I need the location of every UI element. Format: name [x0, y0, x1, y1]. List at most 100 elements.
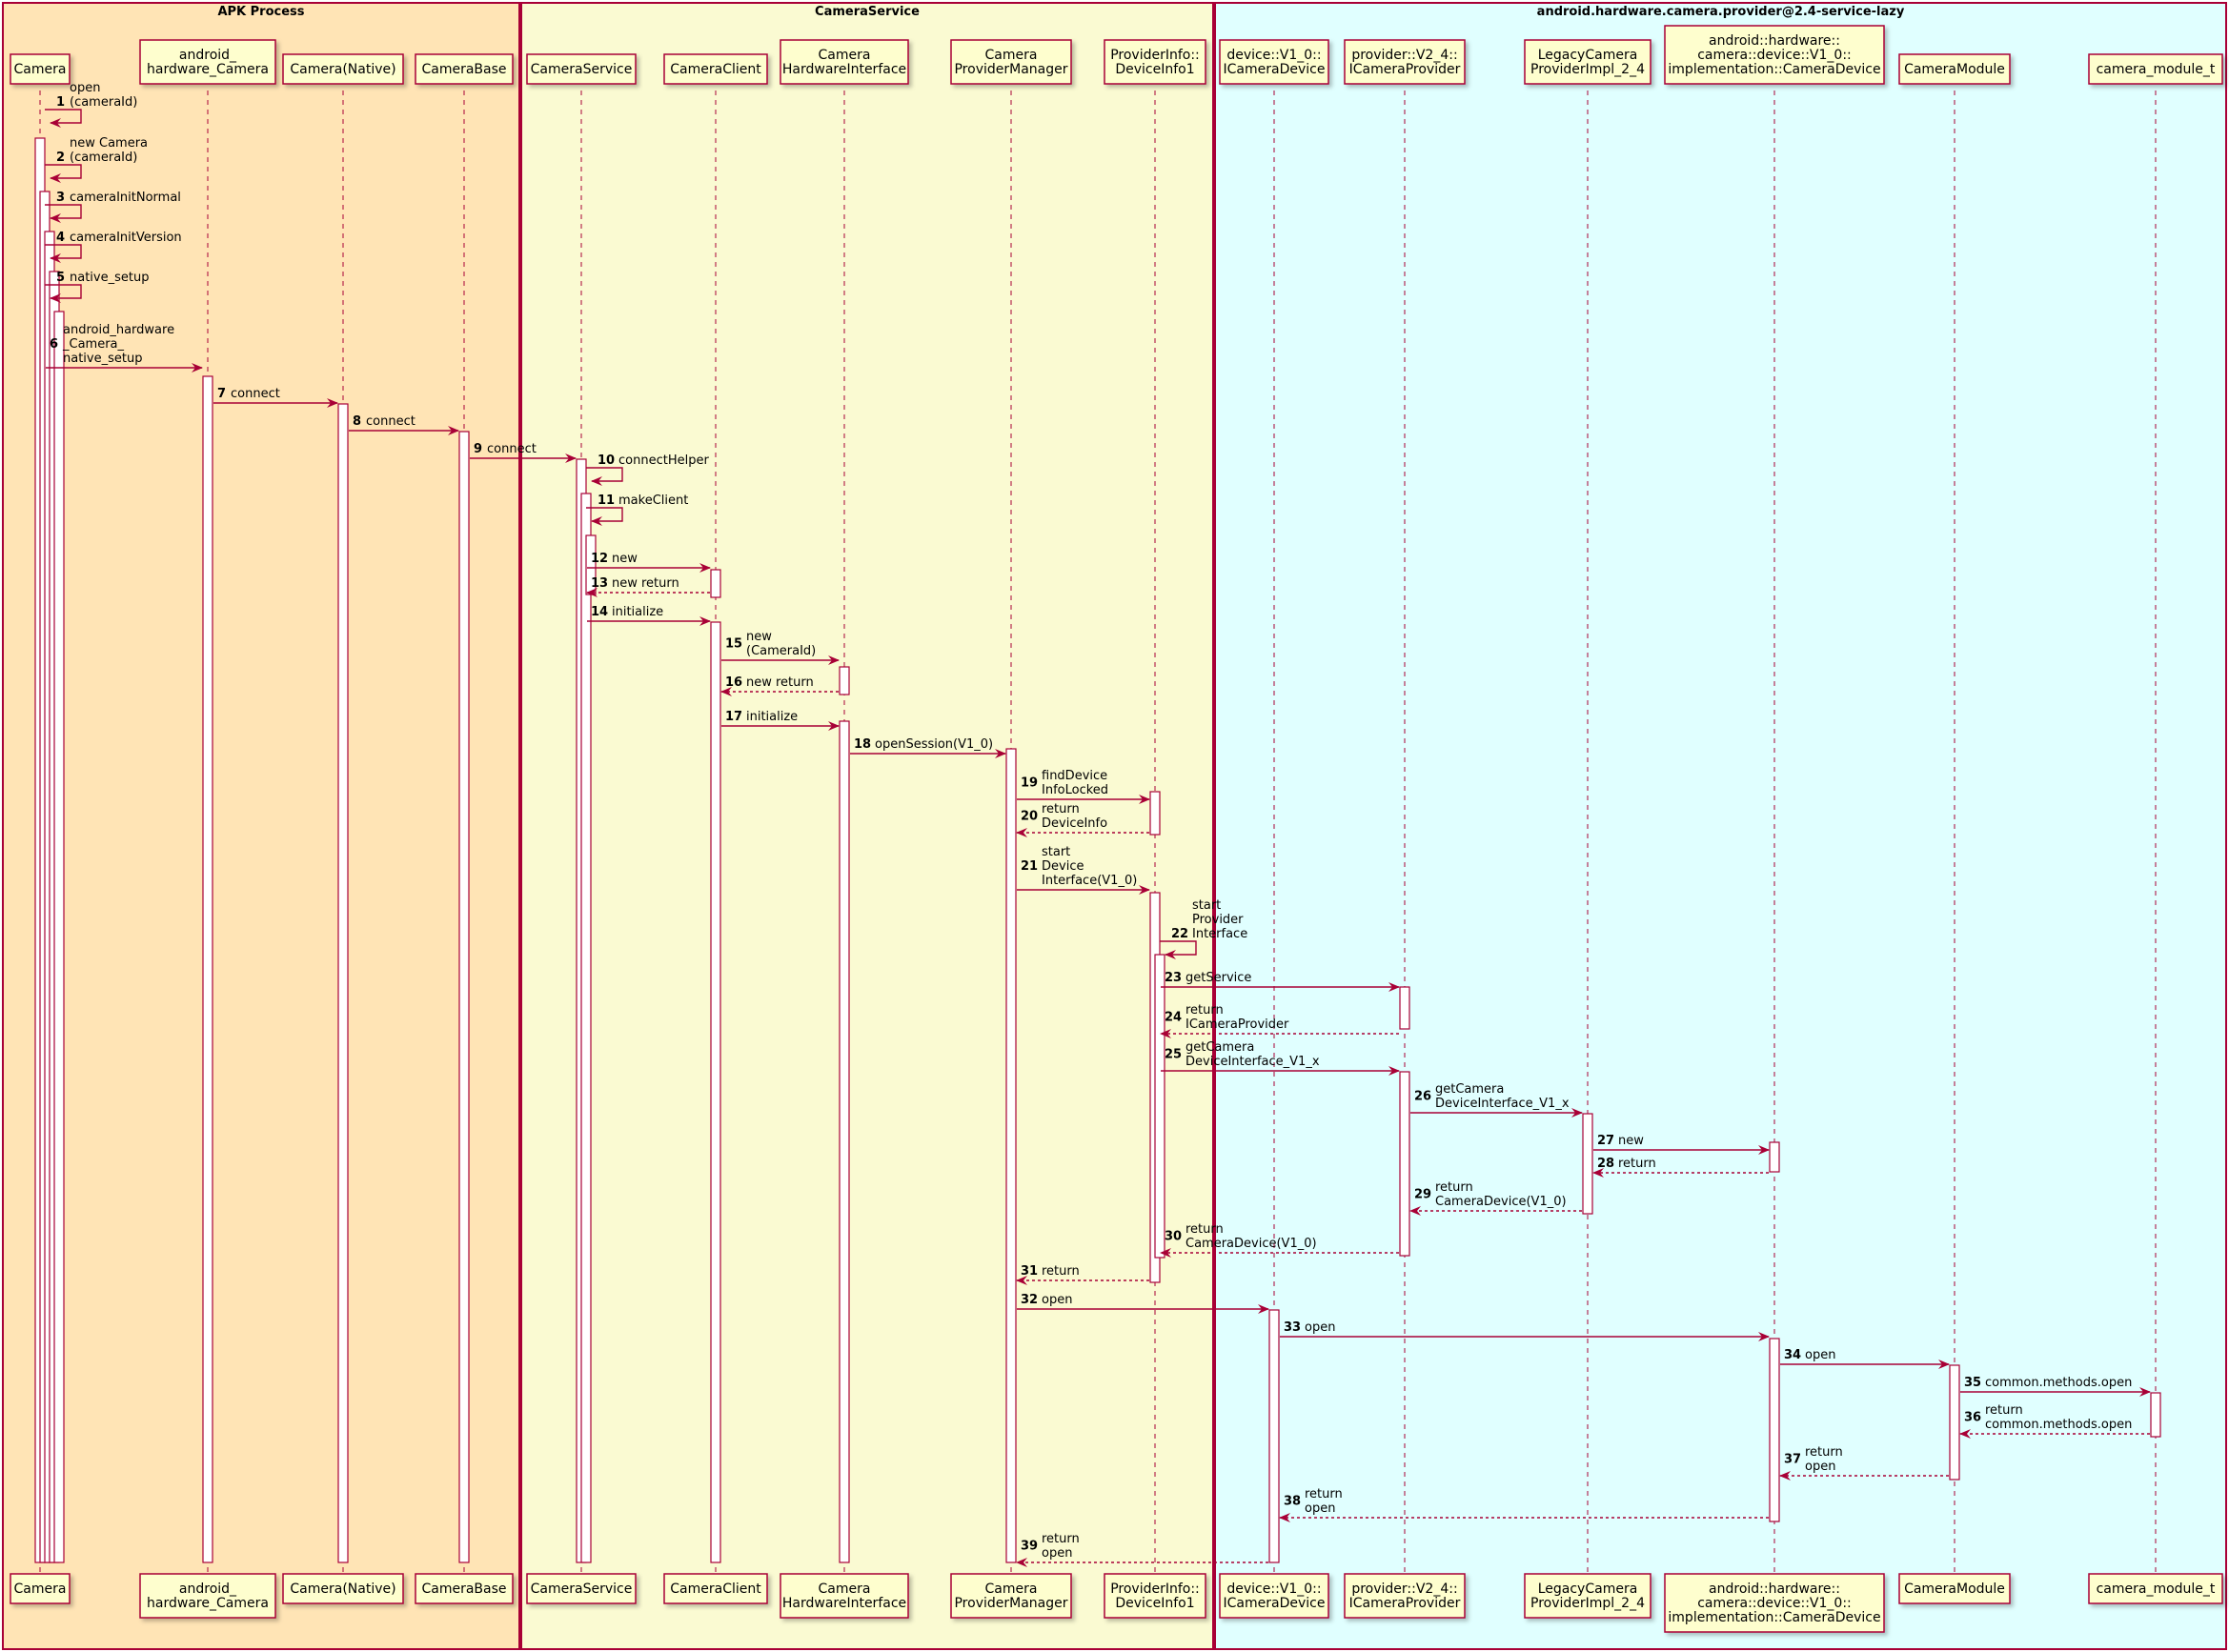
participant-box: [282, 1573, 404, 1604]
participant-pinfo-bottom: ProviderInfo::DeviceInfo1: [1104, 1573, 1206, 1619]
participant-label: LegacyCamera: [1538, 48, 1638, 63]
message-number: 14: [591, 605, 608, 619]
message-label: open: [1805, 1348, 1835, 1362]
group-box: [520, 2, 1214, 1650]
participant-icp-bottom: provider::V2_4::ICameraProvider: [1344, 1573, 1466, 1619]
participant-label: ProviderManager: [954, 1596, 1067, 1611]
participant-label: HardwareInterface: [782, 1596, 906, 1611]
participant-label: camera_module_t: [2097, 62, 2216, 77]
message-label: open: [1042, 1546, 1072, 1561]
message-label: return: [1042, 802, 1080, 816]
participant-label: ProviderManager: [954, 62, 1067, 77]
message-label: connect: [366, 414, 415, 429]
group-box: [2, 2, 520, 1650]
message-label: new: [746, 630, 772, 644]
participant-label: camera::device::V1_0::: [1697, 48, 1852, 63]
message-label: DeviceInterface_V1_x: [1185, 1055, 1320, 1069]
participant-label: CameraClient: [670, 1581, 761, 1597]
message-label: Provider: [1192, 913, 1244, 927]
participant-label: provider::V2_4::: [1351, 1581, 1457, 1597]
message-label: native_setup: [63, 352, 142, 366]
message-number: 15: [725, 637, 742, 652]
participant-base-bottom: CameraBase: [415, 1573, 514, 1604]
participant-label: HardwareInterface: [782, 62, 906, 77]
activation-bar: [710, 569, 721, 598]
message-number: 24: [1165, 1011, 1182, 1025]
message-number: 25: [1165, 1048, 1182, 1062]
activation-bar: [2150, 1392, 2161, 1438]
participant-label: ProviderInfo::: [1110, 1581, 1200, 1597]
message-label: InfoLocked: [1042, 783, 1108, 797]
participant-label: Camera(Native): [290, 62, 395, 77]
message-label: initialize: [612, 605, 663, 619]
participant-label: Camera: [985, 48, 1038, 63]
message-label: CameraDevice(V1_0): [1435, 1195, 1567, 1209]
message-number: 29: [1414, 1188, 1431, 1202]
group-box: [1214, 2, 2227, 1650]
message-label: return: [1435, 1180, 1473, 1195]
message-label: return: [1305, 1487, 1343, 1501]
participant-box: [950, 39, 1072, 85]
message-label: connect: [487, 442, 537, 456]
message-number: 38: [1284, 1495, 1301, 1509]
participant-box: [780, 39, 909, 85]
message-label: return: [1042, 1264, 1080, 1279]
participant-label: ProviderInfo::: [1110, 48, 1200, 63]
self-message-arrow: [586, 507, 623, 526]
message-number: 20: [1021, 810, 1038, 824]
message-number: 36: [1964, 1411, 1981, 1425]
participant-box: [1104, 1573, 1206, 1619]
group-title: android.hardware.camera.provider@2.4-ser…: [1537, 5, 1905, 19]
message-label: open: [1305, 1501, 1335, 1516]
message-label: open: [1305, 1320, 1335, 1335]
participant-jni-bottom: android_hardware_Camera: [139, 1573, 276, 1619]
participant-label: Camera(Native): [290, 1581, 395, 1597]
participant-box: [1898, 53, 2011, 85]
participant-cmt-bottom: camera_module_t: [2088, 1573, 2223, 1604]
activation-bar: [710, 621, 721, 1563]
activation-bar: [337, 403, 349, 1563]
participant-box: [415, 53, 514, 85]
message-number: 10: [598, 453, 615, 468]
participant-box: [663, 1573, 768, 1604]
participant-label: Camera: [819, 1581, 871, 1597]
message-label: common.methods.open: [1985, 1376, 2132, 1390]
participant-box: [2088, 53, 2223, 85]
participant-box: [139, 1573, 276, 1619]
message-number: 19: [1021, 776, 1038, 791]
message-number: 16: [725, 675, 742, 690]
self-message-arrow: [45, 164, 82, 183]
message-number: 6: [50, 337, 58, 352]
participant-box: [1219, 1573, 1329, 1619]
participant-module-top: CameraModule: [1898, 53, 2011, 85]
activation-bar: [839, 720, 850, 1563]
activation-bar: [1154, 954, 1165, 1259]
activation-bar: [1005, 748, 1017, 1563]
activation-bar: [202, 375, 213, 1563]
self-message-arrow: [45, 204, 82, 223]
message-label: start: [1042, 845, 1070, 859]
participant-box: [1664, 1573, 1885, 1633]
message-14: 14 initialize: [587, 605, 711, 626]
participant-impl-bottom: android::hardware::camera::device::V1_0:…: [1664, 1573, 1885, 1633]
message-label: return: [1042, 1532, 1080, 1546]
message-number: 30: [1165, 1230, 1182, 1244]
message-label: start: [1192, 898, 1221, 913]
message-number: 32: [1021, 1293, 1038, 1307]
